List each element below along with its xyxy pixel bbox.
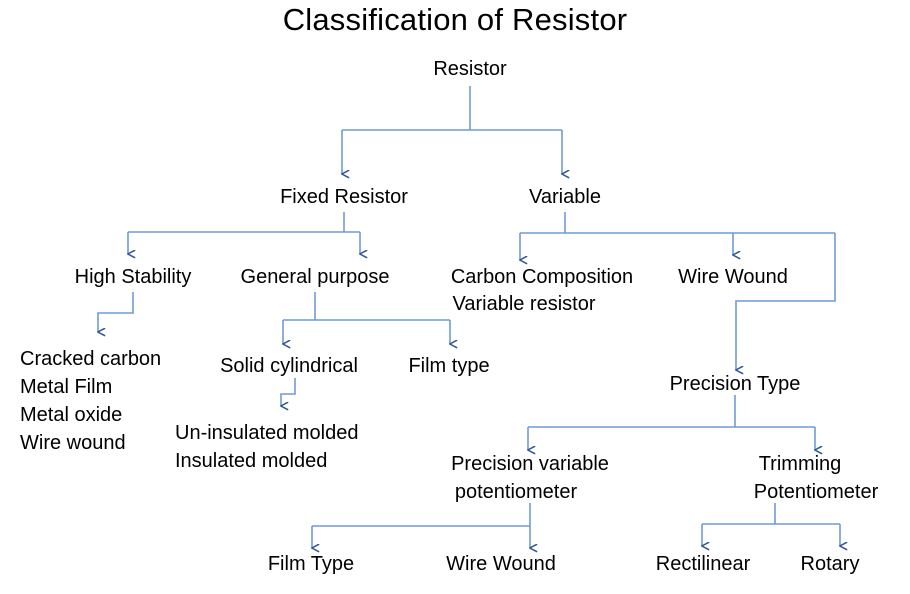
node-precision-type[interactable]: Precision Type xyxy=(669,373,801,395)
node-solid-cylindrical[interactable]: Solid cylindrical xyxy=(220,355,358,377)
list-solid-cylindrical-items[interactable]: Un-insulated molded Insulated molded xyxy=(175,419,358,475)
list-item[interactable]: Metal oxide xyxy=(20,404,123,426)
node-precision-variable-line2[interactable]: potentiometer xyxy=(454,481,578,503)
node-trimming-line2[interactable]: Potentiometer xyxy=(753,481,879,503)
list-item[interactable]: Metal Film xyxy=(20,376,113,398)
edge-solidcyl-to-items xyxy=(281,378,296,406)
list-item[interactable]: Un-insulated molded xyxy=(175,422,359,444)
node-general-purpose[interactable]: General purpose xyxy=(240,266,390,288)
page-title: Classification of Resistor xyxy=(282,2,628,37)
node-film-type-fixed[interactable]: Film type xyxy=(408,355,490,377)
node-variable[interactable]: Variable xyxy=(529,186,601,208)
node-carbon-composition-line2[interactable]: Variable resistor xyxy=(452,293,596,315)
node-film-type-leaf[interactable]: Film Type xyxy=(267,553,355,575)
node-wire-wound-variable[interactable]: Wire Wound xyxy=(678,266,788,288)
node-carbon-composition-line1[interactable]: Carbon Composition xyxy=(450,266,634,288)
node-wire-wound-leaf[interactable]: Wire Wound xyxy=(446,553,556,575)
edge-highstability-to-items xyxy=(98,292,134,332)
node-rectilinear[interactable]: Rectilinear xyxy=(655,553,751,575)
node-trimming-line1[interactable]: Trimming xyxy=(758,453,842,475)
node-resistor[interactable]: Resistor xyxy=(433,58,507,80)
edge-wirewound-to-precisiontype xyxy=(736,233,836,370)
list-item[interactable]: Wire wound xyxy=(20,432,126,454)
node-fixed-resistor[interactable]: Fixed Resistor xyxy=(280,186,408,208)
node-precision-variable-line1[interactable]: Precision variable xyxy=(451,453,609,475)
list-item[interactable]: Insulated molded xyxy=(175,450,328,472)
node-high-stability[interactable]: High Stability xyxy=(74,266,192,288)
list-high-stability-items[interactable]: Cracked carbon Metal Film Metal oxide Wi… xyxy=(20,345,161,457)
node-rotary[interactable]: Rotary xyxy=(800,553,860,575)
list-item[interactable]: Cracked carbon xyxy=(20,348,162,370)
